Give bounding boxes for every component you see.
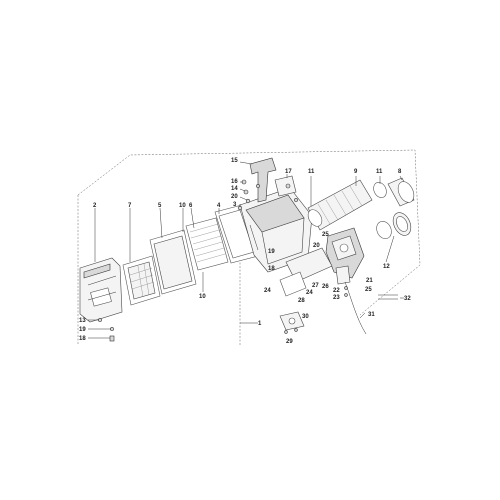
hose-clamps [373,177,415,239]
small-fasteners [344,286,348,297]
housing-screws [237,179,298,211]
callout-10b: 10 [199,294,206,300]
assembly-boundary [77,149,421,345]
callout-27: 27 [312,283,319,289]
callout-20b: 20 [313,243,320,249]
mesh-filter [185,217,229,271]
callout-31: 31 [368,312,375,318]
filter-cover [79,257,123,323]
callout-3: 3 [233,202,237,208]
callout-18b: 18 [79,336,86,342]
callout-28: 28 [298,298,305,304]
callout-24b: 24 [306,290,313,296]
intake-manifold [279,247,333,297]
callout-25b: 25 [365,287,372,293]
callout-26: 26 [322,284,329,290]
cover-bolts [98,318,115,342]
callout-19b: 19 [79,327,86,333]
callout-21: 21 [366,278,373,284]
callout-18: 18 [268,266,275,272]
intake-bellows [307,179,373,231]
drain-hose [344,281,367,335]
callout-7: 7 [128,203,132,209]
callout-23: 23 [333,295,340,301]
mounting-bracket [249,157,277,203]
callout-24: 24 [264,288,271,294]
callout-32: 32 [404,296,411,302]
callout-13: 13 [79,318,86,324]
air-box-housing [239,187,313,273]
callout-11b: 11 [376,169,383,175]
callout-29: 29 [286,339,293,345]
callout-22: 22 [333,288,340,294]
callout-15: 15 [231,158,238,164]
callout-10: 10 [179,203,186,209]
callout-12: 12 [383,264,390,270]
callout-14: 14 [231,186,238,192]
callout-4: 4 [217,203,221,209]
callout-11: 11 [308,169,315,175]
filter-frame [122,255,161,306]
callout-25: 25 [322,232,329,238]
callout-5: 5 [158,203,162,209]
callout-1: 1 [258,321,262,327]
leader-lines [88,161,404,339]
callout-16: 16 [231,179,238,185]
callout-8: 8 [398,169,402,175]
pins [378,294,398,300]
callout-2: 2 [93,203,97,209]
callout-6: 6 [189,203,193,209]
carburettor [325,227,365,285]
callout-labels: 2 7 5 10 6 4 15 16 14 20 3 17 11 9 11 8 … [79,158,411,345]
callout-30: 30 [302,314,309,320]
callout-20: 20 [231,194,238,200]
callout-19: 19 [268,249,275,255]
callout-9: 9 [354,169,358,175]
callout-17: 17 [285,169,292,175]
lower-flange [279,311,305,334]
clamp-bracket [274,175,297,197]
foam-filter [149,229,197,295]
